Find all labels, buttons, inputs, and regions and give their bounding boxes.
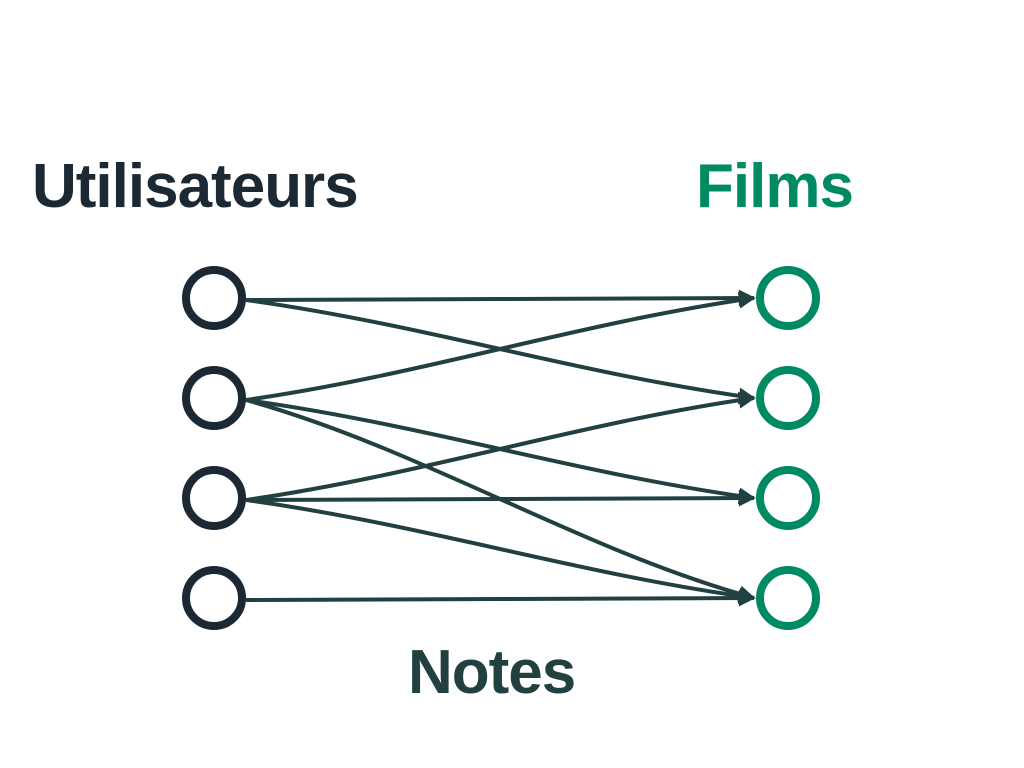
ratings-label: Notes (408, 638, 576, 707)
rating-edge-u3-f3 (245, 489, 756, 507)
film-node-f4 (756, 566, 820, 630)
user-node-u3 (182, 466, 246, 530)
film-node-f3 (756, 466, 820, 530)
rating-edge-u3-f2 (245, 391, 756, 502)
rating-edge-u2-f1 (245, 291, 756, 402)
node-layer (182, 266, 820, 630)
user-node-u1 (182, 266, 246, 330)
film-node-f2 (756, 366, 820, 430)
films-label: Films (696, 152, 854, 221)
user-node-u4 (182, 566, 246, 630)
rating-edge-u3-f4 (245, 498, 756, 605)
rating-edge-u1-f1 (245, 289, 756, 307)
film-node-f1 (756, 266, 820, 330)
user-node-u2 (182, 366, 246, 430)
users-label: Utilisateurs (32, 152, 359, 221)
rating-edge-u4-f4 (245, 589, 756, 607)
edge-layer (245, 289, 756, 607)
